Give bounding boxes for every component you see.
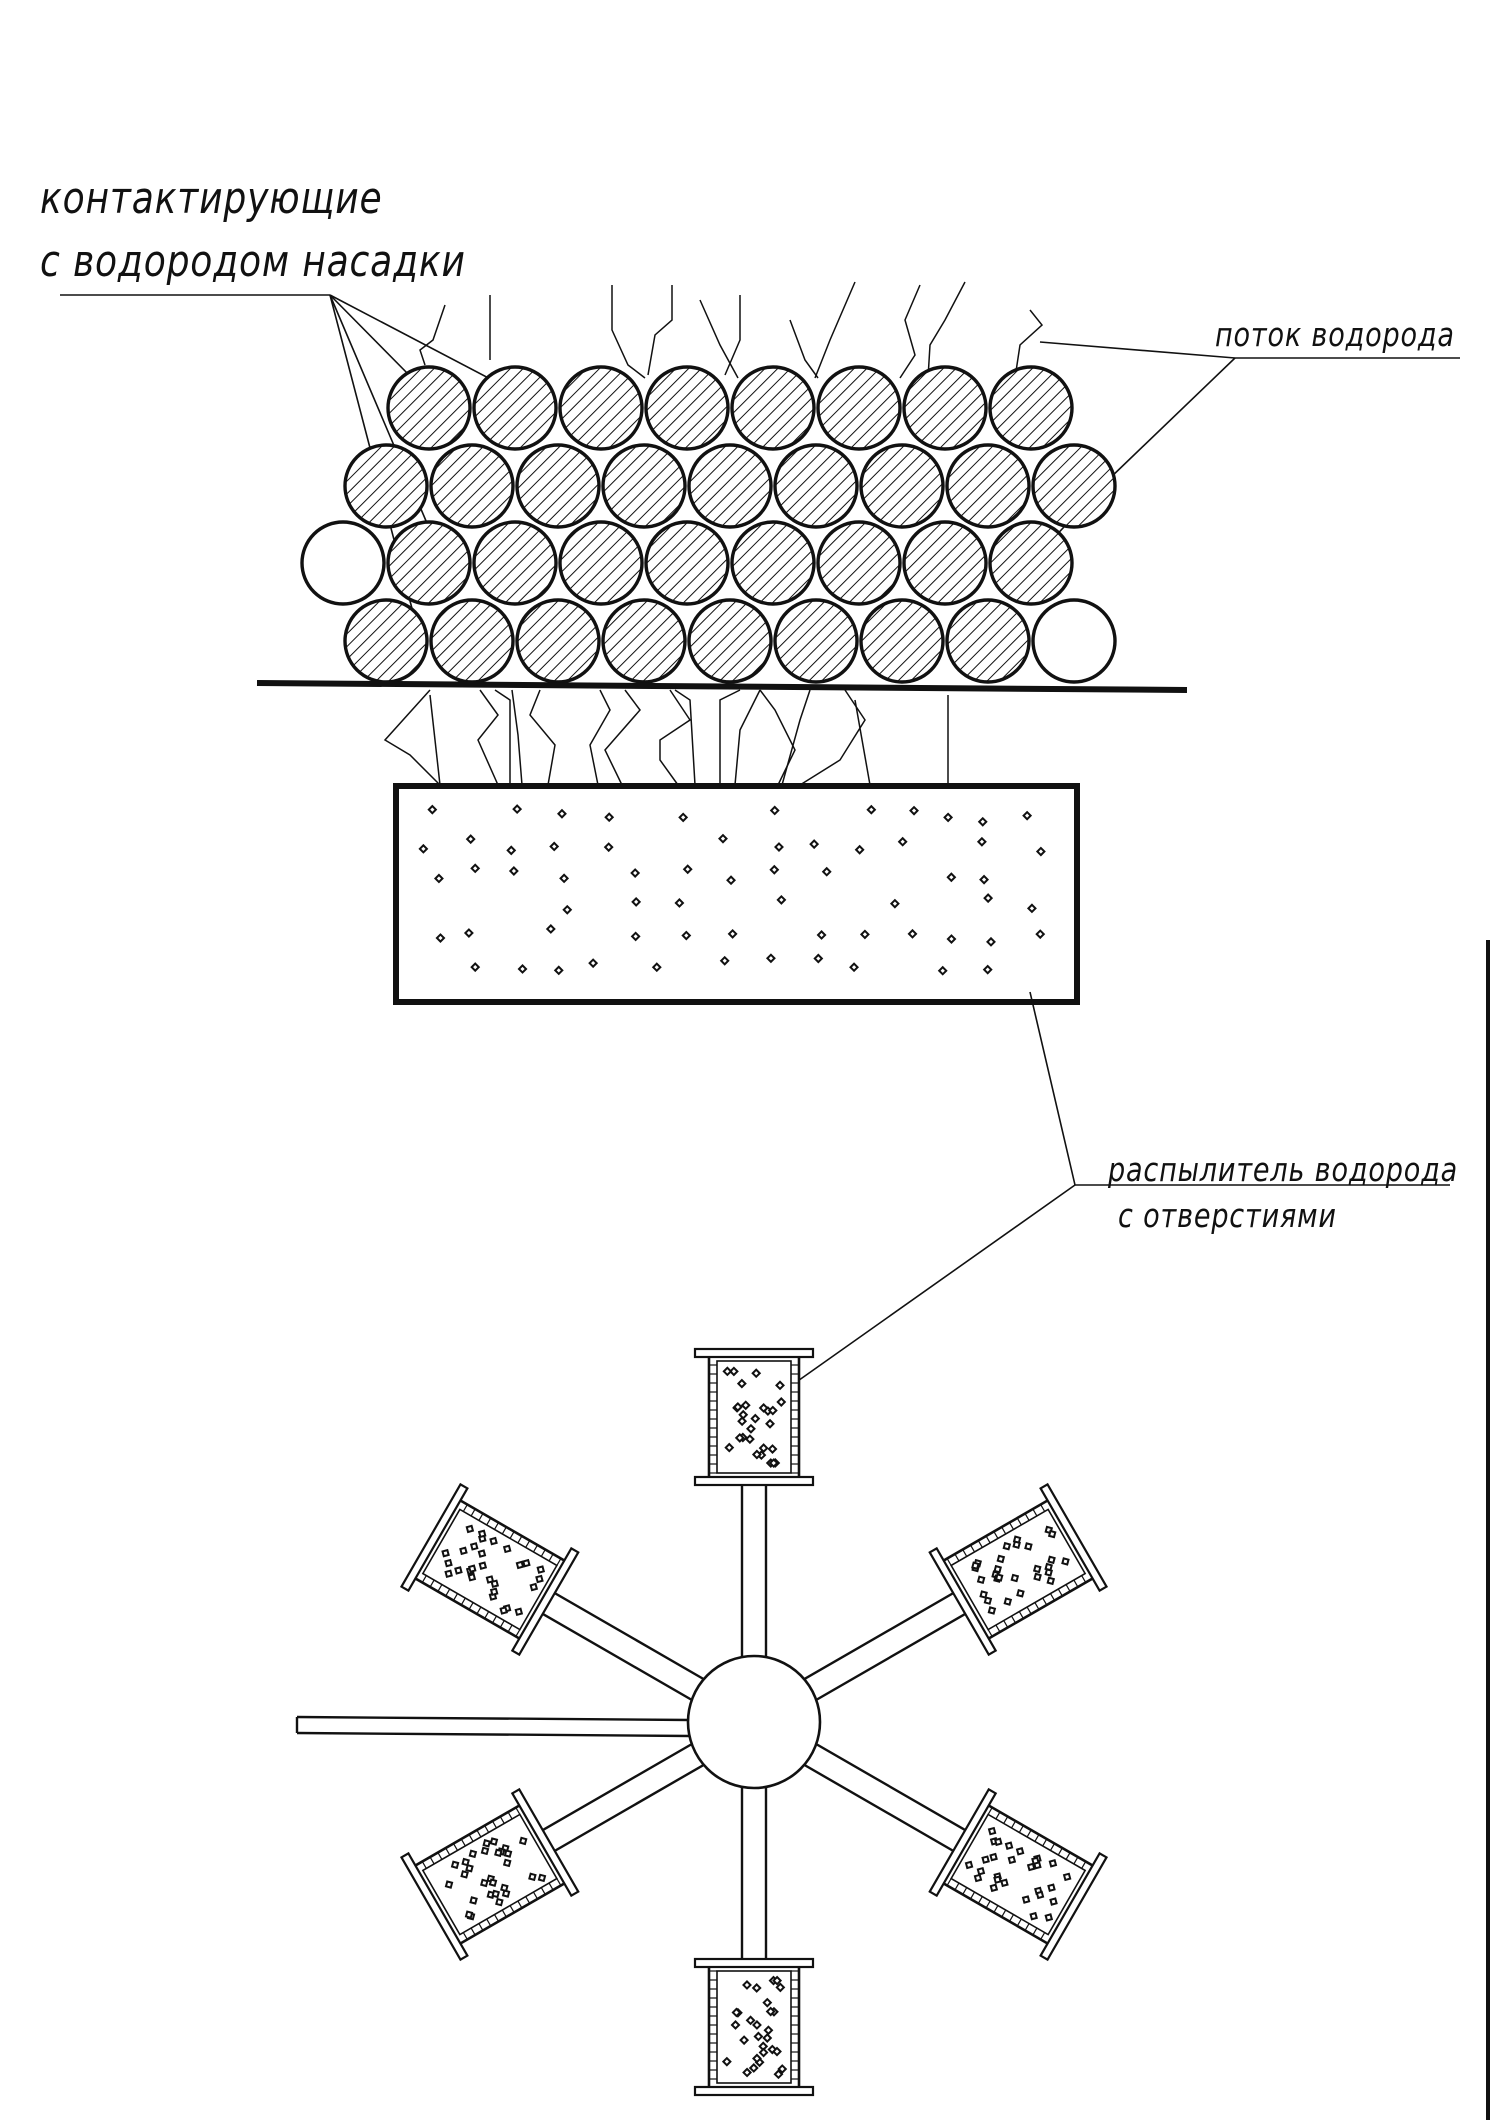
packing-hatched [644,365,730,451]
sprayer-head [399,1787,580,1962]
packing-hatched [902,520,988,606]
packing-hatched [343,443,429,529]
hydrogen-flow-below [383,689,949,786]
packing-hatched [515,598,601,684]
base-plate [256,680,1188,693]
sprayer-heads [399,1347,1109,2097]
inlet-pipe [295,1715,691,1738]
packing-hatched [988,520,1074,606]
packing-hatched [472,365,558,451]
packing-hatched [601,598,687,684]
packing-hatched [988,365,1074,451]
packing-hatched [601,443,687,529]
sprayer-head [928,1482,1109,1657]
packing-hatched [386,365,472,451]
packing-hatched [558,520,644,606]
sprayer-arm [740,1480,768,1664]
packing-hatched [472,520,558,606]
packing-hatched [859,598,945,684]
sprayer-arm [740,1780,768,1964]
sprayer-arm [538,1589,710,1705]
sprayer-leader-line [777,991,1450,1396]
packing-hatched [816,520,902,606]
packing-hatched [687,443,773,529]
sprayer-arm [538,1739,710,1855]
sprayer-head [399,1482,580,1657]
sprayer-arm [798,1589,970,1705]
sprayer-arm [798,1739,970,1855]
packing-hatched [859,443,945,529]
sprayer-head [928,1787,1109,1962]
central-hub [686,1654,822,1790]
sprayer-label-line1: распылитель водорода [1108,1150,1459,1189]
packing-hatched [343,598,429,684]
packing-hatched [687,598,773,684]
packing-hatched [730,520,816,606]
packing-hatched [816,365,902,451]
packing-hatched [429,443,515,529]
sprayer-head [693,1957,815,2097]
sprayer-head [693,1347,815,1487]
packing-hatched [730,365,816,451]
hydrogen-flow-label: поток водорода [1215,315,1455,354]
packing-hatched [773,443,859,529]
packing-hatched [515,443,601,529]
packing-hatched [644,520,730,606]
packing-hatched [773,598,859,684]
packing-hatched [558,365,644,451]
packing-empty [1031,598,1117,684]
packing-hatched [945,443,1031,529]
sprayer-side-view [393,783,1080,1005]
packings-label-line2: с водородом насадки [40,236,466,287]
packing-hatched [1031,443,1117,529]
hydrogen-flow-above [419,281,1044,379]
packing-hatched [429,598,515,684]
packings-stack [300,365,1117,684]
sprayer-label-line2: с отверстиями [1118,1196,1337,1235]
packing-hatched [945,598,1031,684]
sprayer-top-view [295,1347,1109,2097]
packing-hatched [386,520,472,606]
sprayer-arms [538,1480,970,1964]
packings-label-line1: контактирующие [40,173,383,224]
packing-hatched [902,365,988,451]
packing-empty [300,520,386,606]
